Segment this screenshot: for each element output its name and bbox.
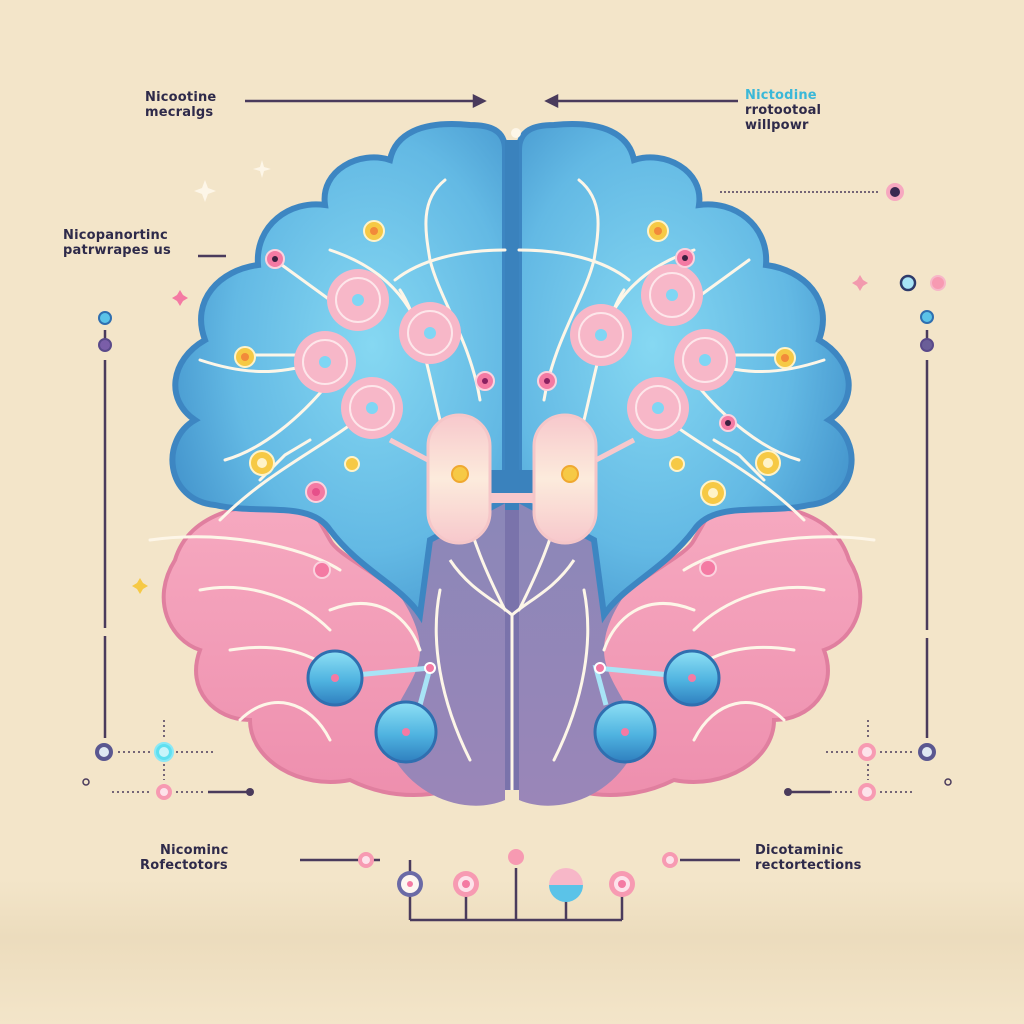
side-marker-nodes <box>82 183 952 868</box>
label-bottom-right-line1: Dicotaminic <box>755 843 844 858</box>
pink-dot-nodes <box>265 248 737 579</box>
label-bottom-left-line1: Nicominc <box>160 843 229 858</box>
label-bottom-right: Dicotaminic rectortections <box>755 843 862 873</box>
ground-shadow <box>0 880 1024 1024</box>
left-synapse-rings <box>294 269 461 439</box>
label-top-right: Nictodine rrotootoal willpowr <box>745 88 821 133</box>
label-top-right-line2: rrotootoal <box>745 103 822 118</box>
yellow-nodes <box>234 220 796 506</box>
label-top-left: Nicootine mecralgs <box>145 90 216 120</box>
dotted-guides <box>112 720 915 793</box>
label-top-left-line2: mecralgs <box>145 105 214 120</box>
label-mid-left-line2: patrwrapes us <box>63 243 171 258</box>
label-bottom-left: Nicominc Rofectotors <box>140 843 290 873</box>
label-top-left-line1: Nicootine <box>145 90 217 105</box>
annotation-lines <box>103 93 929 922</box>
capsule-connectors <box>388 413 636 545</box>
sparkle-decorations <box>132 128 868 594</box>
label-mid-left: Nicopanortinc patrwrapes us <box>63 228 171 258</box>
label-top-right-line3: willpowr <box>745 118 809 133</box>
receptor-nodes <box>306 649 721 764</box>
right-synapse-rings <box>570 264 736 439</box>
bottom-node-row <box>397 849 635 902</box>
central-junction <box>448 559 576 790</box>
label-top-right-line1: Nictodine <box>745 88 817 103</box>
hemisphere-divide <box>505 140 519 510</box>
label-bottom-right-line2: rectortections <box>755 858 862 873</box>
label-bottom-left-line2: Rofectotors <box>140 858 228 873</box>
label-mid-left-line1: Nicopanortinc <box>63 228 168 243</box>
